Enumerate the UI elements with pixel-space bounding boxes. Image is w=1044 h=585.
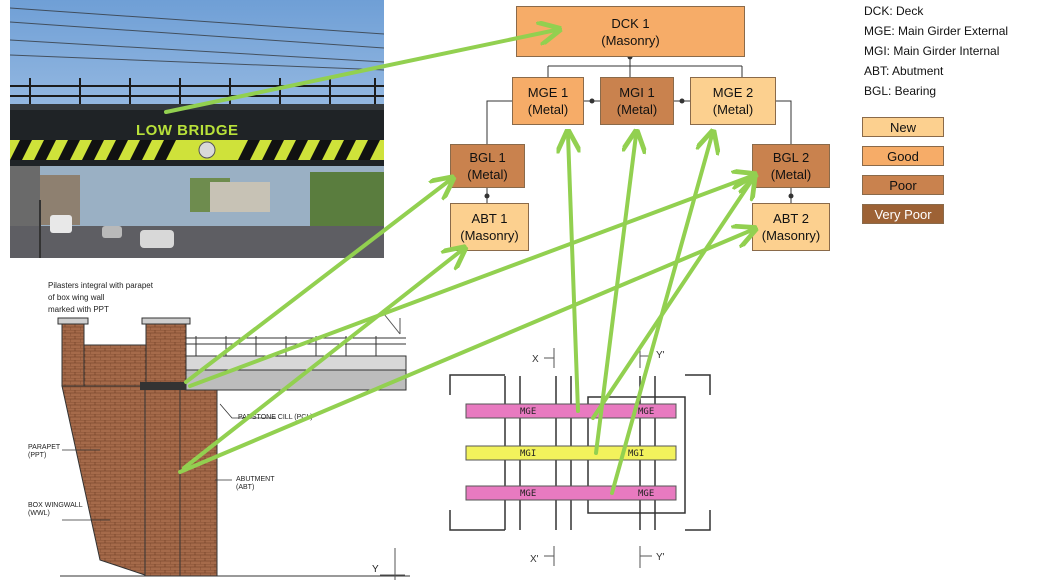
node-bgl1: BGL 1 (Metal) <box>450 144 525 188</box>
wingwall-label-line-1: BOX WINGWALL <box>28 502 83 509</box>
node-abt2-name: ABT 2 <box>773 211 809 226</box>
legend-new: New <box>862 117 944 137</box>
parapet-label-line-1: PARAPET <box>28 444 61 451</box>
plan-x-top-label: X <box>532 354 539 365</box>
abbreviation-bearing: BGL: Bearing <box>864 84 937 98</box>
plan-y-top-label: Y' <box>656 350 665 361</box>
pilaster-note-line-2: of box wing wall <box>48 293 105 302</box>
plan-girder-label: MGE <box>520 407 536 417</box>
legend-poor: Poor <box>862 175 944 195</box>
abbreviation-deck: DCK: Deck <box>864 4 924 18</box>
abbreviation-abutment: ABT: Abutment <box>864 64 944 78</box>
arrow-abutment-to-abt2 <box>178 230 752 474</box>
plan-girder-label: MGI <box>520 449 536 459</box>
arrow-mge-mid-to-bgl2 <box>591 180 752 420</box>
wingwall-label-line-2: (WWL) <box>28 510 50 517</box>
node-dck1-material: (Masonry) <box>601 32 660 48</box>
node-bgl1-material: (Metal) <box>467 167 508 182</box>
plan-y-bottom-label: Y' <box>656 552 665 563</box>
arrow-padstone-to-bgl1 <box>184 180 450 384</box>
node-bgl2-name: BGL 2 <box>772 150 810 165</box>
node-bgl1-name: BGL 1 <box>469 150 506 165</box>
arrow-mge-top-to-mge1 <box>568 135 578 413</box>
arrow-photo-to-deck <box>164 30 556 114</box>
node-mge1-material: (Metal) <box>527 102 569 117</box>
parapet-label-line-2: (PPT) <box>28 452 47 459</box>
legend-very-poor: Very Poor <box>862 204 944 224</box>
node-mgi1: MGI 1 (Metal) <box>600 77 674 125</box>
padstone-label: PADSTONE CILL (PCL) <box>238 414 313 421</box>
plan-girder-label: MGI <box>628 449 644 459</box>
abutment-label-line-1: ABUTMENT <box>236 476 275 483</box>
node-mge2-material: (Metal) <box>712 102 754 117</box>
arrow-abutment-to-abt1 <box>182 250 462 470</box>
arrow-mge-bottom-to-mge2 <box>610 135 712 495</box>
pilaster-note: Pilasters integral with parapet of box w… <box>48 280 153 316</box>
node-abt2-material: (Masonry) <box>761 228 821 243</box>
node-dck1-name: DCK 1 <box>611 15 650 31</box>
abbreviation-main-girder-internal: MGI: Main Girder Internal <box>864 44 1000 58</box>
node-mgi1-name: MGI 1 <box>619 85 655 100</box>
abbreviation-main-girder-external: MGE: Main Girder External <box>864 24 1009 38</box>
node-mge1-name: MGE 1 <box>527 85 569 100</box>
pilaster-note-line-1: Pilasters integral with parapet <box>48 281 153 290</box>
plan-girder-label: MGE <box>638 489 654 499</box>
node-mge1: MGE 1 (Metal) <box>512 77 584 125</box>
node-mgi1-material: (Metal) <box>616 102 658 117</box>
arrow-padstone-to-bgl2 <box>188 176 752 388</box>
abutment-label: ABUTMENT (ABT) <box>236 476 275 492</box>
wingwall-label: BOX WINGWALL (WWL) <box>28 502 83 518</box>
plan-girder-label: MGE <box>638 407 654 417</box>
bridge-photo: LOW BRIDGE <box>10 0 384 258</box>
node-mge2: MGE 2 (Metal) <box>690 77 776 125</box>
low-bridge-sign-text: LOW BRIDGE <box>136 122 239 139</box>
node-abt2: ABT 2 (Masonry) <box>752 203 830 251</box>
plan-girder-label: MGE <box>520 489 536 499</box>
node-abt1-name: ABT 1 <box>471 211 508 226</box>
node-abt1-material: (Masonry) <box>460 228 519 243</box>
node-bgl2: BGL 2 (Metal) <box>752 144 830 188</box>
abutment-label-line-2: (ABT) <box>236 484 255 491</box>
node-bgl2-material: (Metal) <box>770 167 812 182</box>
pilaster-note-line-3: marked with PPT <box>48 305 109 314</box>
node-mge2-name: MGE 2 <box>712 85 754 100</box>
parapet-label: PARAPET (PPT) <box>28 444 60 460</box>
section-y-label: Y <box>372 564 379 575</box>
legend-good: Good <box>862 146 944 166</box>
node-abt1: ABT 1 (Masonry) <box>450 203 529 251</box>
plan-x-bottom-label: X' <box>530 554 539 565</box>
